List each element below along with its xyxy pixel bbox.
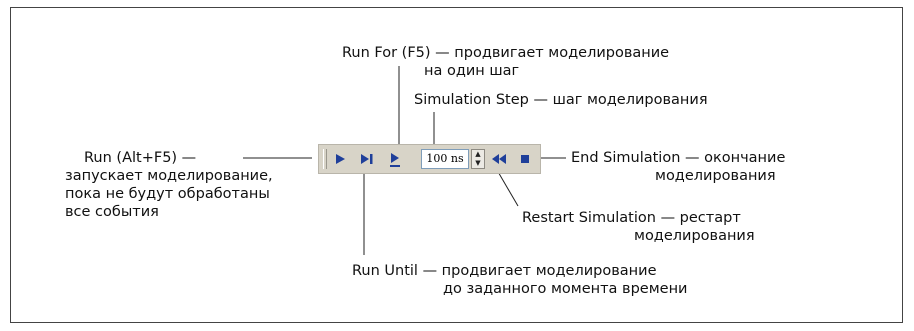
run-until-line-1: Run Until — продвигает моделирование bbox=[352, 263, 657, 279]
leader-restart bbox=[496, 169, 519, 207]
step-to-bar-icon bbox=[361, 154, 373, 164]
end-simulation-button[interactable] bbox=[515, 149, 535, 169]
sim-step-annotation: Simulation Step — шаг моделирования bbox=[414, 91, 708, 109]
end-sim-annotation: End Simulation — окончание моделирования bbox=[571, 149, 785, 185]
end-sim-line-1: End Simulation — окончание bbox=[571, 150, 786, 166]
restart-line-2: моделирования bbox=[634, 228, 755, 244]
sim-step-line-1: Simulation Step — шаг моделирования bbox=[414, 92, 708, 108]
run-for-annotation: Run For (F5) — продвигает моделирование … bbox=[342, 44, 669, 80]
run-for-button[interactable] bbox=[385, 149, 405, 169]
run-for-line-1: Run For (F5) — продвигает моделирование bbox=[342, 45, 670, 61]
simulation-step-input[interactable]: 100 ns bbox=[421, 149, 469, 169]
run-annotation: Run (Alt+F5) — запускает моделирование, … bbox=[65, 149, 273, 221]
stop-icon bbox=[521, 155, 529, 163]
restart-line-1: Restart Simulation — рестарт bbox=[522, 210, 741, 226]
run-line-1: Run (Alt+F5) — bbox=[84, 150, 197, 166]
play-icon bbox=[336, 154, 345, 164]
run-line-3: пока не будут обработаны bbox=[65, 186, 270, 202]
figure-frame bbox=[10, 7, 903, 323]
end-sim-line-2: моделирования bbox=[655, 168, 776, 184]
simulation-toolbar: 100 ns ▲ ▼ bbox=[318, 144, 541, 174]
run-line-2: запускает моделирование, bbox=[65, 168, 273, 184]
run-until-annotation: Run Until — продвигает моделирование до … bbox=[352, 262, 687, 298]
step-spinner[interactable]: ▲ ▼ bbox=[471, 149, 485, 169]
restart-button[interactable] bbox=[489, 149, 509, 169]
play-underline-icon bbox=[390, 153, 400, 167]
restart-annotation: Restart Simulation — рестарт моделирован… bbox=[522, 209, 755, 245]
run-until-line-2: до заданного момента времени bbox=[443, 281, 688, 297]
run-button[interactable] bbox=[330, 149, 350, 169]
run-until-button[interactable] bbox=[357, 149, 377, 169]
toolbar-grip[interactable] bbox=[323, 149, 327, 169]
run-for-line-2: на один шаг bbox=[424, 63, 520, 79]
rewind-icon bbox=[492, 154, 506, 164]
spin-down-icon[interactable]: ▼ bbox=[475, 159, 481, 167]
spin-up-icon[interactable]: ▲ bbox=[475, 150, 481, 158]
run-line-4: все события bbox=[65, 204, 159, 220]
